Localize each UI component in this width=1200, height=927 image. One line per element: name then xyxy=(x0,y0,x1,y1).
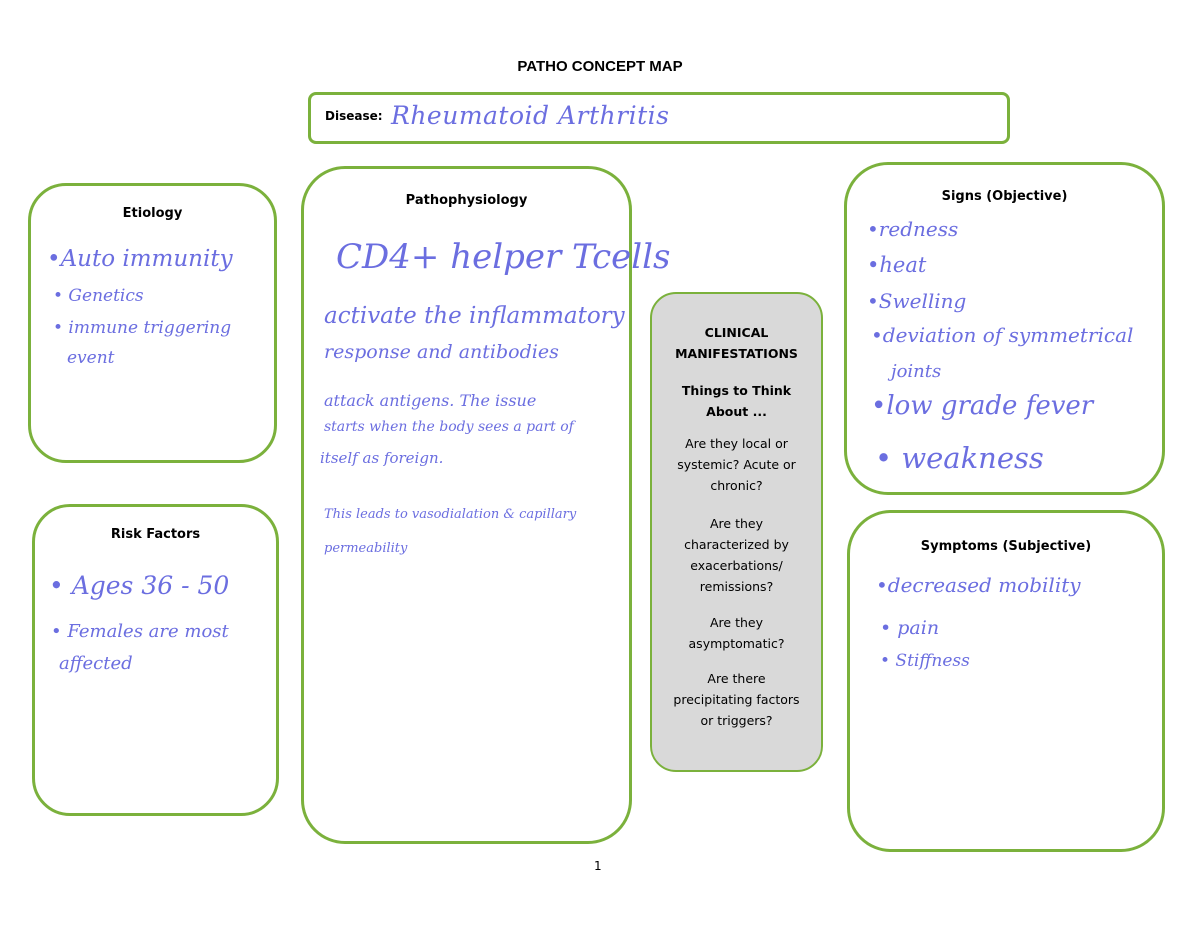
risk-factors-title: Risk Factors xyxy=(110,527,201,542)
etiology-item: • Genetics xyxy=(53,286,144,306)
pathophysiology-line: permeability xyxy=(324,541,408,556)
signs-item: joints xyxy=(891,361,942,382)
etiology-item: event xyxy=(67,348,115,368)
signs-item: • weakness xyxy=(875,441,1044,475)
symptoms-item: • pain xyxy=(880,617,940,639)
pathophysiology-line: activate the inflammatory xyxy=(324,303,625,329)
pathophysiology-line: This leads to vasodialation & capillary xyxy=(324,507,577,522)
clinical-question: Are they characterized by exacerbations/… xyxy=(684,516,789,594)
pathophysiology-card: Pathophysiology CD4+ helper Tcells activ… xyxy=(301,166,670,844)
signs-item: •Swelling xyxy=(867,289,967,313)
pathophysiology-line: itself as foreign. xyxy=(320,449,444,467)
disease-value: Rheumatoid Arthritis xyxy=(391,101,670,130)
signs-item: •low grade fever xyxy=(871,391,1094,421)
pathophysiology-title: Pathophysiology xyxy=(405,193,528,208)
disease-box: Disease: Rheumatoid Arthritis xyxy=(308,92,1010,144)
clinical-heading-line: CLINICAL xyxy=(704,325,769,340)
clinical-question: Are they local or systemic? Acute or chr… xyxy=(677,436,796,493)
etiology-item: • immune triggering xyxy=(53,318,232,338)
clinical-question: Are they asymptomatic? xyxy=(688,615,785,651)
etiology-item: •Auto immunity xyxy=(47,246,233,272)
clinical-subheading: Things to Think About ... xyxy=(681,383,792,419)
symptoms-title: Symptoms (Subjective) xyxy=(920,539,1092,554)
page-title: PATHO CONCEPT MAP xyxy=(517,58,683,75)
symptoms-item: • Stiffness xyxy=(880,651,970,671)
pathophysiology-line: CD4+ helper Tcells xyxy=(336,237,671,277)
pathophysiology-line: starts when the body sees a part of xyxy=(324,419,574,435)
risk-factors-item: affected xyxy=(59,653,133,674)
signs-item: •deviation of symmetrical xyxy=(871,323,1134,347)
disease-label: Disease: xyxy=(325,109,383,123)
etiology-title: Etiology xyxy=(122,206,183,221)
page-number: 1 xyxy=(594,859,602,873)
risk-factors-card: Risk Factors • Ages 36 - 50 • Females ar… xyxy=(32,504,279,816)
clinical-manifestations-card: CLINICAL MANIFESTATIONS Things to Think … xyxy=(650,292,823,772)
signs-title: Signs (Objective) xyxy=(941,189,1068,204)
etiology-card: Etiology •Auto immunity • Genetics • imm… xyxy=(28,183,277,463)
clinical-question: Are there precipitating factors or trigg… xyxy=(673,671,800,728)
risk-factors-item: • Ages 36 - 50 xyxy=(49,571,230,600)
symptoms-item: •decreased mobility xyxy=(876,573,1081,597)
risk-factors-item: • Females are most xyxy=(51,621,229,642)
clinical-heading: CLINICAL MANIFESTATIONS xyxy=(652,322,821,364)
signs-item: •redness xyxy=(867,217,959,241)
pathophysiology-line: attack antigens. The issue xyxy=(324,391,537,410)
signs-item: •heat xyxy=(867,253,927,277)
pathophysiology-line: response and antibodies xyxy=(324,341,559,363)
clinical-heading-line: MANIFESTATIONS xyxy=(675,346,798,361)
signs-card: Signs (Objective) •redness •heat •Swelli… xyxy=(844,162,1165,495)
symptoms-card: Symptoms (Subjective) •decreased mobilit… xyxy=(847,510,1165,852)
